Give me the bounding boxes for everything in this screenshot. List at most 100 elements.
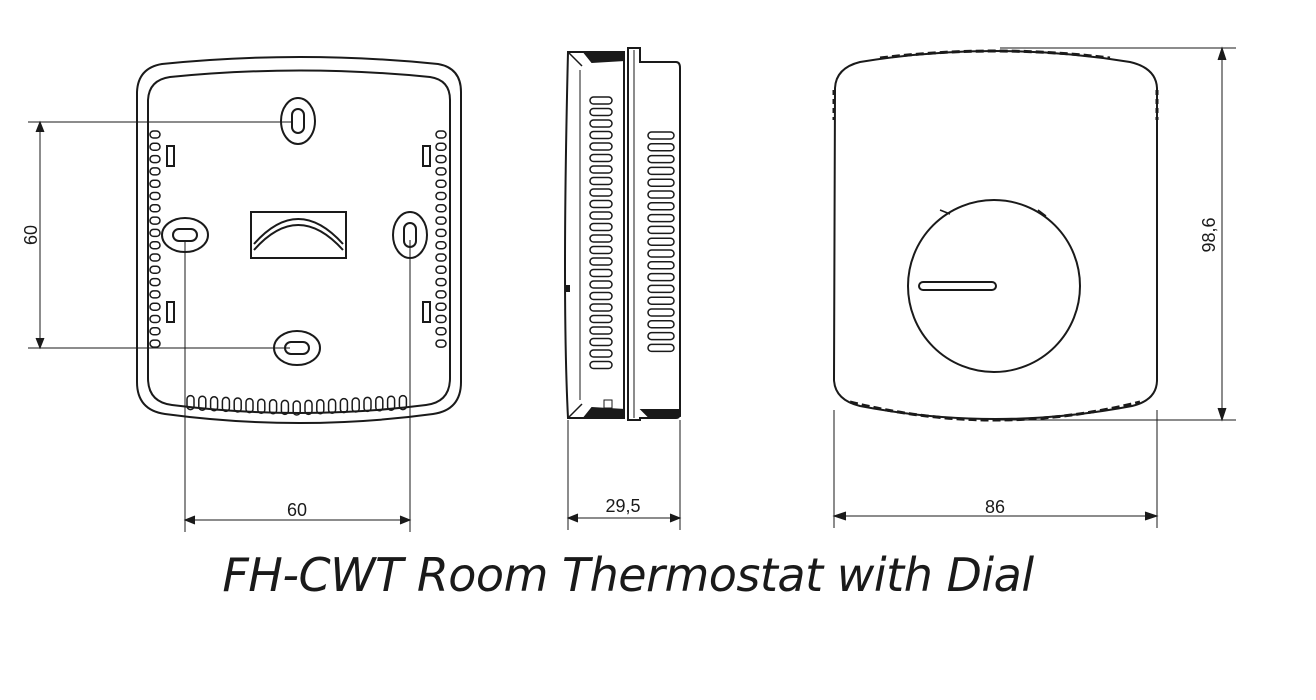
vent-slot: [647, 166, 675, 176]
vent-slot: [149, 302, 161, 311]
vent-slot: [589, 153, 613, 163]
vent-slot: [435, 290, 447, 299]
vent-slot: [149, 204, 161, 213]
vent-slot: [268, 399, 278, 415]
vent-slot: [589, 360, 613, 370]
vent-slot: [435, 154, 447, 164]
vent-slot: [363, 396, 372, 413]
front-dimensions: [832, 46, 1236, 528]
vent-slot: [435, 130, 447, 139]
vent-slot: [589, 291, 613, 301]
vent-slot: [647, 154, 675, 164]
vent-slot: [435, 265, 447, 275]
vent-slot: [647, 343, 675, 353]
vent-slot: [435, 302, 447, 311]
vent-slot: [589, 165, 613, 174]
vent-slot: [149, 277, 161, 287]
side-view: [564, 47, 681, 421]
vent-slot: [589, 96, 613, 105]
vent-slot: [589, 303, 613, 312]
vent-slot: [647, 225, 675, 235]
vent-slot: [149, 130, 161, 139]
vent-slot: [198, 395, 207, 411]
vent-slot: [589, 176, 613, 186]
vent-slot: [435, 314, 447, 324]
vent-slot: [351, 397, 360, 413]
vent-slot: [149, 167, 161, 176]
terminal-pin: [422, 145, 431, 167]
side-vents-right: [647, 131, 675, 353]
vent-slot: [589, 349, 613, 358]
vent-slot: [149, 228, 161, 238]
vent-slot: [647, 261, 675, 270]
terminal-pin: [166, 301, 175, 323]
center-window: [250, 211, 347, 259]
vent-slot: [375, 396, 384, 412]
vent-slot: [647, 249, 675, 258]
vent-slot: [149, 265, 161, 275]
back-dimensions: [28, 120, 412, 532]
vent-slot: [435, 142, 447, 152]
side-back-plate: [564, 51, 625, 419]
vent-slot: [647, 202, 675, 211]
vent-slot: [589, 268, 613, 278]
front-outline: [832, 50, 1158, 420]
vent-slot: [435, 253, 447, 262]
vent-slot: [398, 394, 408, 411]
vent-slot: [589, 199, 613, 209]
vent-slot: [647, 296, 675, 305]
vent-slot: [280, 399, 290, 416]
vent-slot: [589, 130, 613, 140]
mounting-hole-top: [280, 97, 316, 145]
vent-slot: [435, 240, 447, 250]
vent-slot: [589, 107, 613, 117]
vent-slot: [186, 394, 195, 411]
vent-slot: [339, 397, 349, 414]
vent-slot: [589, 211, 613, 220]
vent-slot: [149, 154, 161, 164]
back-vents-right: [435, 130, 447, 348]
vent-slot: [149, 339, 161, 348]
drawing-title: FH-CWT Room Thermostat with Dial: [222, 548, 1034, 602]
dimension-front-width: 86: [985, 497, 1005, 517]
vent-slot: [435, 191, 447, 201]
vent-slot: [435, 167, 447, 176]
vent-slot: [647, 178, 675, 187]
vent-slot: [647, 331, 675, 341]
vent-slot: [386, 395, 396, 411]
vent-slot: [647, 284, 675, 294]
vent-slot: [149, 191, 161, 201]
vent-slot: [149, 216, 161, 225]
vent-slot: [435, 179, 447, 188]
vent-slot: [589, 245, 613, 255]
vent-slot: [149, 314, 161, 324]
vent-slot: [647, 213, 675, 223]
vent-slot: [209, 396, 219, 412]
vent-slot: [589, 326, 613, 335]
vent-slot: [435, 277, 447, 287]
vent-slot: [149, 290, 161, 299]
vent-slot: [589, 188, 613, 197]
vent-slot: [435, 228, 447, 238]
vent-slot: [589, 257, 613, 266]
back-view: [136, 56, 462, 424]
vent-slot: [149, 327, 161, 336]
vent-slot: [435, 339, 447, 348]
vent-slot: [221, 396, 231, 413]
vent-slot: [435, 204, 447, 213]
dimension-side-depth: 29,5: [605, 496, 640, 516]
dial: [907, 199, 1081, 373]
vent-slot: [589, 234, 613, 243]
vent-slot: [647, 190, 675, 199]
front-view: [832, 49, 1159, 422]
vent-slot: [292, 400, 301, 416]
vent-slot: [149, 179, 161, 188]
vent-slot: [647, 143, 675, 152]
vent-slot: [435, 216, 447, 225]
vent-slot: [316, 399, 325, 415]
vent-slot: [257, 398, 266, 414]
vent-slot: [647, 320, 675, 329]
vent-slot: [647, 237, 675, 246]
back-inner-outline: [147, 69, 451, 414]
